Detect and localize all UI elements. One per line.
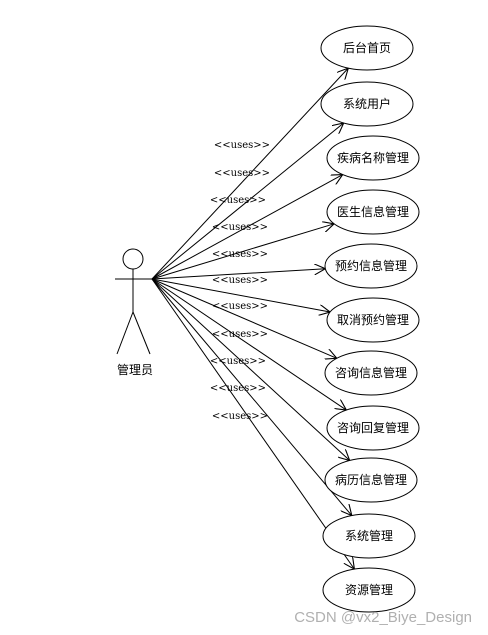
use-case: 疾病名称管理 [326, 135, 420, 181]
use-case-ellipse [322, 513, 416, 559]
use-case-ellipse [326, 135, 420, 181]
uses-stereotype-label: <<uses>> [210, 356, 266, 367]
use-case-label: 医生信息管理 [337, 204, 409, 219]
association-arrow [151, 175, 343, 280]
use-case-ellipse [326, 297, 420, 343]
uses-stereotype-label: <<uses>> [214, 168, 270, 179]
use-case-label: 咨询回复管理 [337, 420, 409, 435]
use-case-ellipse [320, 81, 414, 127]
use-case-label: 系统管理 [345, 528, 393, 543]
use-case: 资源管理 [322, 567, 416, 613]
uses-stereotype-label: <<uses>> [212, 275, 268, 286]
use-case: 病历信息管理 [324, 457, 418, 503]
uses-stereotype-label: <<uses>> [212, 329, 268, 340]
use-case-label: 病历信息管理 [335, 472, 407, 487]
uses-stereotype-label: <<uses>> [210, 195, 266, 206]
use-case-ellipse [320, 25, 414, 71]
association-arrow [151, 278, 350, 461]
actor-figure: 管理员 [115, 248, 153, 377]
use-case-label: 系统用户 [343, 96, 391, 111]
use-case: 医生信息管理 [326, 189, 420, 235]
use-case: 后台首页 [320, 25, 414, 71]
association-arrow [151, 224, 334, 280]
use-case: 咨询信息管理 [324, 350, 418, 396]
use-case-ellipse [324, 243, 418, 289]
use-case-ellipse [322, 567, 416, 613]
use-case-ellipse [324, 350, 418, 396]
association-arrow [151, 278, 352, 516]
uses-stereotype-label: <<uses>> [212, 411, 268, 422]
use-case-ellipse [324, 457, 418, 503]
use-case-label: 疾病名称管理 [337, 150, 409, 165]
uses-stereotype-label: <<uses>> [212, 301, 268, 312]
association-links: <<uses>> <<uses>> <<uses>> <<uses>> <<uses>>… [151, 68, 354, 569]
use-case-label: 后台首页 [343, 40, 391, 55]
association-arrow [151, 278, 330, 312]
use-case-group: 后台首页系统用户疾病名称管理医生信息管理预约信息管理取消预约管理咨询信息管理咨询… [320, 25, 420, 613]
actor-head [122, 248, 144, 270]
actor-left-leg [116, 311, 134, 355]
use-case-label: 预约信息管理 [335, 258, 407, 273]
uses-stereotype-label: <<uses>> [214, 140, 270, 151]
association-arrow [151, 269, 325, 280]
association-arrow [151, 278, 346, 410]
uses-stereotype-label: <<uses>> [210, 383, 266, 394]
use-case-label: 咨询信息管理 [335, 365, 407, 380]
actor-right-leg [132, 311, 151, 355]
association-arrow [151, 278, 337, 358]
use-case: 咨询回复管理 [326, 405, 420, 451]
association-arrow [151, 278, 354, 569]
uses-stereotype-label: <<uses>> [212, 249, 268, 260]
use-case: 系统管理 [322, 513, 416, 559]
use-case-label: 资源管理 [345, 582, 393, 597]
use-case-ellipse [326, 189, 420, 235]
association-arrow [151, 68, 348, 280]
actor-label: 管理员 [117, 362, 153, 377]
use-case: 取消预约管理 [326, 297, 420, 343]
use-case: 预约信息管理 [324, 243, 418, 289]
use-case-ellipse [326, 405, 420, 451]
association-arrow [151, 123, 344, 280]
use-case: 系统用户 [320, 81, 414, 127]
uses-stereotype-label: <<uses>> [212, 222, 268, 233]
watermark: CSDN @vx2_Biye_Design [294, 609, 472, 626]
use-case-label: 取消预约管理 [337, 312, 409, 327]
